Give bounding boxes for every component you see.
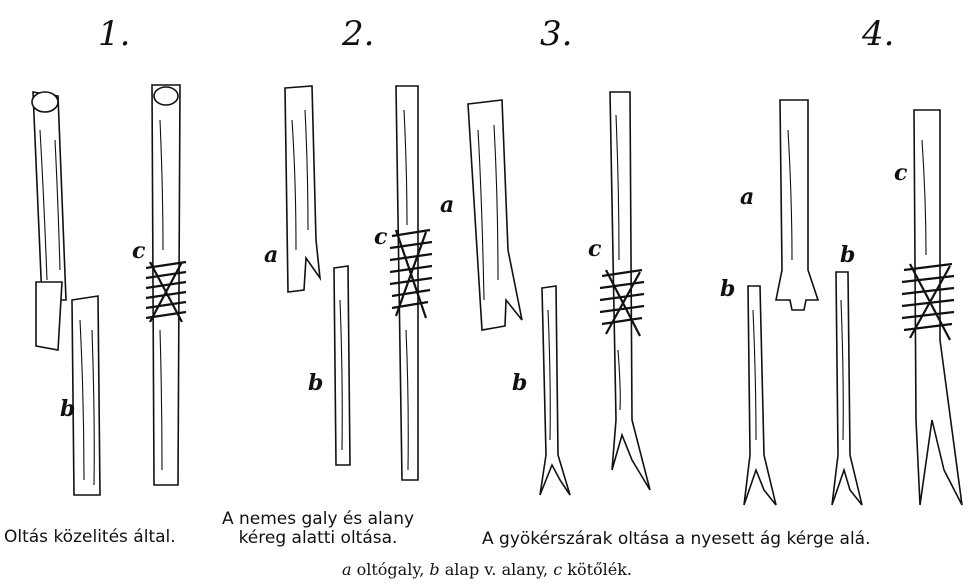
fig3-stock-b: [540, 286, 570, 495]
figure-2-caption-line1: A nemes galy és alany: [218, 510, 418, 529]
fig3-label-a: a: [440, 192, 454, 218]
fig4-label-b-right: b: [840, 242, 855, 268]
fig4-label-a: a: [740, 184, 754, 210]
fig4-label-b-left: b: [720, 276, 735, 302]
figure-4-number: 4.: [862, 14, 894, 54]
fig1-grafted-c: [146, 85, 186, 485]
legend: a oltógaly, b alap v. alany, c kötőlék.: [0, 560, 974, 579]
fig1-label-c: c: [132, 238, 145, 264]
figure-1-caption: Oltás közelités által.: [4, 528, 176, 547]
fig2-label-b: b: [308, 370, 323, 396]
fig3-grafted-c: [600, 92, 650, 490]
fig2-label-a: a: [264, 242, 278, 268]
figures-3-4-caption: A gyökérszárak oltása a nyesett ág kérge…: [482, 530, 871, 549]
fig2-stock-b: [334, 266, 350, 465]
fig4-label-c: c: [894, 160, 907, 186]
fig1-label-b: b: [60, 396, 75, 422]
legend-text-a: oltógaly,: [352, 560, 430, 579]
legend-text-b: alap v. alany,: [440, 560, 554, 579]
figure-2-number: 2.: [342, 14, 374, 54]
fig4-stock-b-right: [832, 272, 862, 505]
fig3-label-b: b: [512, 370, 527, 396]
fig1-scion-top: [32, 92, 66, 350]
figure-2-caption-line2: kéreg alatti oltása.: [218, 529, 418, 548]
fig4-scion-a: [776, 100, 818, 310]
figure-3-number: 3.: [540, 14, 572, 54]
fig1-stock-b: [72, 296, 100, 495]
fig3-label-c: c: [588, 236, 601, 262]
fig3-scion-a: [468, 100, 522, 330]
fig4-stock-b-left: [744, 286, 776, 505]
legend-key-a: a: [342, 560, 352, 579]
legend-text-c: kötőlék.: [562, 560, 632, 579]
legend-key-b: b: [429, 560, 439, 579]
legend-key-c: c: [553, 560, 562, 579]
fig2-grafted-c: [390, 86, 432, 480]
fig2-label-c: c: [374, 224, 387, 250]
figure-1-number: 1.: [98, 14, 130, 54]
fig4-grafted-c: [902, 110, 962, 505]
fig2-scion-a: [285, 86, 320, 292]
